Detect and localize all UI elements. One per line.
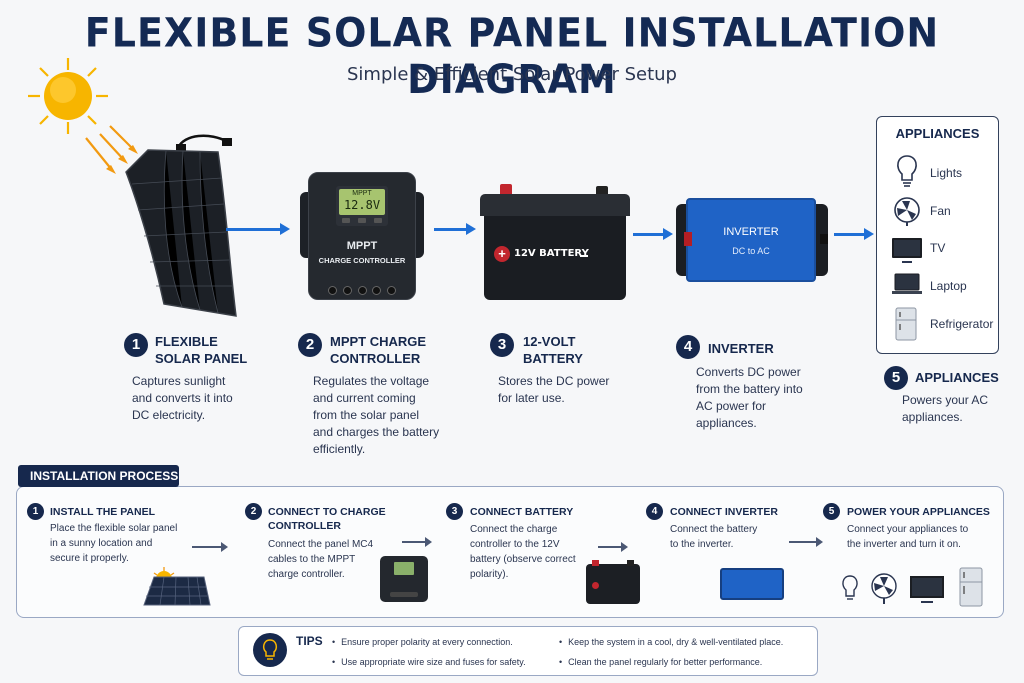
tv-icon xyxy=(910,576,944,603)
refrigerator-icon xyxy=(895,307,917,341)
process-step-number: 4 xyxy=(646,503,663,520)
step-number: 2 xyxy=(298,333,322,357)
process-step-number: 3 xyxy=(446,503,463,520)
controller-display-label: MPPT xyxy=(352,190,372,197)
process-arrow xyxy=(192,542,228,552)
flow-arrow xyxy=(226,223,290,235)
process-step-title: CONNECT INVERTER xyxy=(670,506,778,518)
controller-display-voltage: 12.8V xyxy=(343,198,381,212)
step-number: 5 xyxy=(884,366,908,390)
battery-icon xyxy=(586,560,640,604)
process-step-number: 1 xyxy=(27,503,44,520)
battery-icon: + 12V BATTERY xyxy=(480,180,630,302)
flow-arrow xyxy=(633,228,673,240)
appliance-label-tv: TV xyxy=(930,241,946,255)
charge-controller-icon: MPPT 12.8V MPPT CHARGE CONTROLLER xyxy=(300,172,424,304)
solar-panel-icon xyxy=(143,567,211,606)
page-title: FLEXIBLE SOLAR PANEL INSTALLATION DIAGRA… xyxy=(84,9,940,103)
tip-item: Ensure proper polarity at every connecti… xyxy=(332,637,513,647)
installation-process-heading: INSTALLATION PROCESS xyxy=(18,465,179,487)
tv-icon xyxy=(892,238,922,263)
component-title: APPLIANCES xyxy=(915,370,999,385)
refrigerator-icon xyxy=(959,567,983,607)
tip-item: Use appropriate wire size and fuses for … xyxy=(332,657,525,667)
appliance-icons xyxy=(892,155,922,341)
process-arrow xyxy=(402,537,432,547)
step-number: 3 xyxy=(490,333,514,357)
inverter-label-l1: INVERTER xyxy=(723,226,779,238)
appliances-box xyxy=(876,116,999,354)
lightbulb-icon xyxy=(842,575,858,600)
lightbulb-icon xyxy=(897,155,917,187)
process-arrow xyxy=(789,537,823,547)
process-step-number: 5 xyxy=(823,503,840,520)
fan-icon xyxy=(894,197,920,226)
sun-icon xyxy=(28,58,138,174)
component-title: INVERTER xyxy=(708,341,774,356)
appliance-icons-row xyxy=(842,567,983,607)
battery-label: 12V BATTERY xyxy=(514,248,589,259)
inverter-icon: INVERTER DC to AC xyxy=(676,196,828,284)
tips-panel xyxy=(238,626,818,676)
tip-item: Clean the panel regularly for better per… xyxy=(559,657,762,667)
appliance-label-fan: Fan xyxy=(930,204,951,218)
process-step-number: 2 xyxy=(245,503,262,520)
process-arrow xyxy=(598,542,628,552)
appliance-label-refrigerator: Refrigerator xyxy=(930,317,994,331)
solar-panel-icon xyxy=(125,134,237,317)
laptop-icon xyxy=(892,273,922,294)
tips-heading: TIPS xyxy=(296,634,323,648)
page-subtitle: Simple & Efficient Solar Power Setup xyxy=(346,64,677,85)
appliance-label-lights: Lights xyxy=(930,166,963,180)
controller-label-l1: MPPT xyxy=(346,240,378,252)
step-number: 1 xyxy=(124,333,148,357)
fan-icon xyxy=(871,573,897,604)
appliance-label-laptop: Laptop xyxy=(930,279,967,293)
flow-arrow xyxy=(834,228,874,240)
inverter-icon xyxy=(720,568,784,600)
process-step-title: POWER YOUR APPLIANCES xyxy=(847,506,990,518)
process-step-title: CONNECT BATTERY xyxy=(470,506,574,518)
controller-label-l2: CHARGE CONTROLLER xyxy=(318,256,406,265)
step-number: 4 xyxy=(676,335,700,359)
tip-item: Keep the system in a cool, dry & well-ve… xyxy=(559,637,783,647)
inverter-label-l2: DC to AC xyxy=(732,246,770,256)
process-step-title: INSTALL THE PANEL xyxy=(50,506,155,518)
appliances-heading: APPLIANCES xyxy=(895,126,980,141)
flow-arrow xyxy=(434,223,476,235)
tip-lightbulb-icon xyxy=(253,633,287,667)
charge-controller-icon xyxy=(380,556,428,602)
